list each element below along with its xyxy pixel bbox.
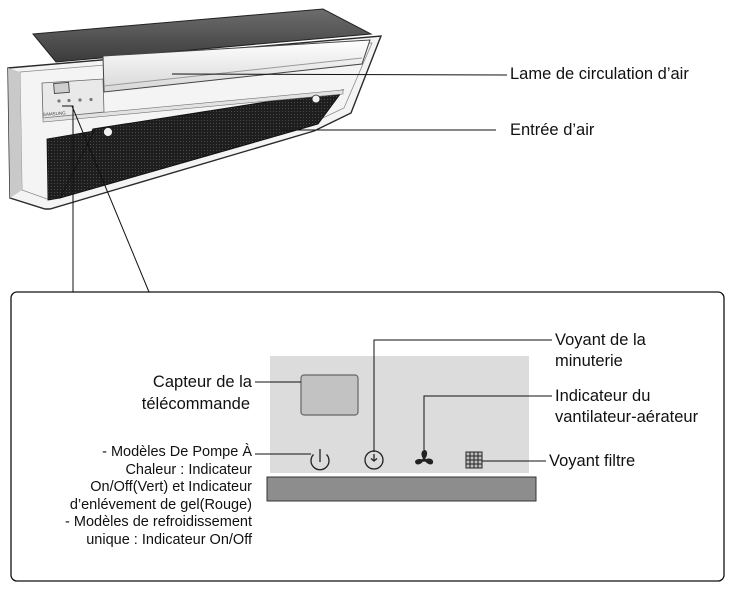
label-power-6: unique : Indicateur On/Off [86, 531, 252, 548]
left-grille [46, 130, 95, 201]
label-timer-2: minuterie [555, 352, 623, 370]
label-power-4: d’enlévement de gel(Rouge) [69, 496, 252, 513]
label-power: - Modèles De Pompe À Chaleur : Indicateu… [65, 444, 252, 550]
label-fan-2: vantilateur-aérateur [555, 408, 699, 426]
unit-housing [32, 8, 373, 63]
air-conditioner-unit: SAMSUNG [7, 8, 383, 210]
label-power-1: - Modèles De Pompe À [102, 444, 252, 460]
label-air-inlet: Entrée d’air [510, 121, 595, 139]
label-remote-2: télécommande [141, 395, 250, 413]
grille-clip-right [311, 94, 321, 104]
label-power-5: - Modèles de refroidissement [65, 514, 252, 531]
fan-icon [415, 450, 434, 465]
label-timer-1: Voyant de la [555, 331, 646, 349]
grille-clip-left [103, 127, 113, 137]
unit-indicator-dots [57, 97, 93, 103]
callout-leaders [62, 73, 508, 293]
filter-icon [465, 451, 483, 469]
label-power-3: On/Off(Vert) et Indicateur [90, 479, 252, 496]
panel-bar [266, 476, 537, 502]
label-power-2: Chaleur : Indicateur [125, 461, 252, 478]
control-panel-detail [266, 356, 537, 502]
unit-sensor-window [53, 82, 70, 94]
detail-leaders [255, 339, 552, 462]
label-filter: Voyant filtre [549, 452, 636, 470]
power-icon [310, 449, 330, 471]
label-remote-1: Capteur de la [152, 373, 252, 391]
label-air-blade: Lame de circulation d’air [510, 65, 689, 83]
remote-sensor-window [300, 374, 359, 416]
brand-text: SAMSUNG [43, 110, 67, 117]
label-fan-1: Indicateur du [555, 387, 651, 405]
frame-shadow [8, 68, 22, 198]
